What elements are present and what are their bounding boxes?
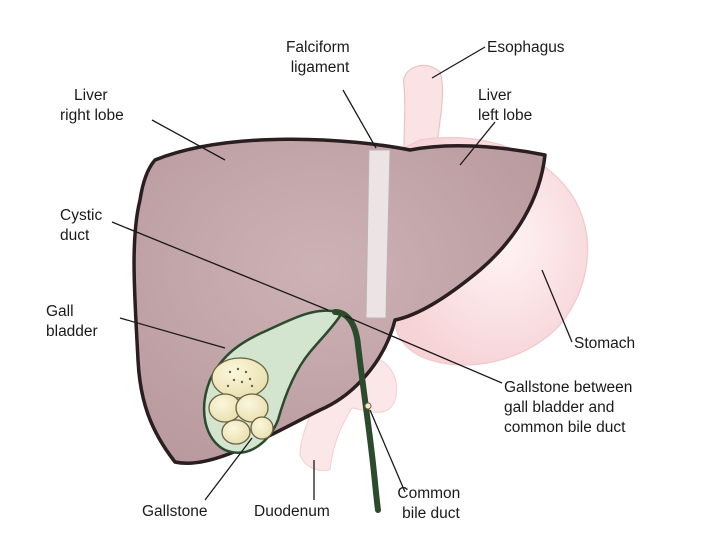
label-cystic-duct: Cystic duct [60, 207, 107, 244]
gallbladder-shape [202, 309, 342, 454]
gallstone-in-duct [364, 402, 372, 410]
label-esophagus: Esophagus [487, 39, 565, 56]
label-gall-bladder: Gall bladder [46, 303, 98, 340]
label-falciform-ligament: Falciform ligament [286, 39, 354, 76]
esophagus-shape [403, 64, 444, 151]
falciform-ligament-shape [365, 149, 391, 319]
label-common-bile-duct: Common bile duct [397, 485, 464, 522]
label-liver-right-lobe: Liver right lobe [60, 87, 124, 124]
label-gallstone: Gallstone [142, 503, 207, 520]
stone-texture [226, 367, 254, 388]
leader-lines [111, 46, 573, 501]
label-gallstone-between: Gallstone between gall bladder and commo… [504, 379, 637, 436]
label-liver-left-lobe: Liver left lobe [478, 87, 532, 124]
label-duodenum: Duodenum [254, 503, 330, 520]
gallstones [208, 357, 274, 445]
label-stomach: Stomach [574, 335, 635, 352]
bile-duct [332, 309, 381, 513]
